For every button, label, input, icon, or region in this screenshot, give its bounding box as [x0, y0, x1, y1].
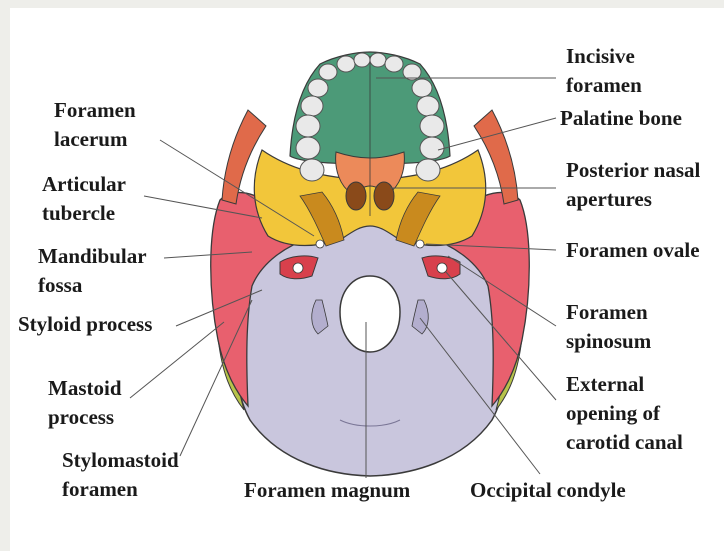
label-mastoid-process: Mastoid process	[48, 374, 122, 432]
nasal-aperture-left	[346, 182, 366, 210]
nasal-aperture-right	[374, 182, 394, 210]
foramen-ovale-left	[316, 240, 324, 248]
label-styloid-process: Styloid process	[18, 310, 152, 339]
label-mandibular-fossa: Mandibular fossa	[38, 242, 147, 300]
label-foramen-magnum: Foramen magnum	[244, 476, 410, 505]
label-posterior-nasal-apertures: Posterior nasal apertures	[566, 156, 700, 214]
label-foramen-spinosum: Foramen spinosum	[566, 298, 651, 356]
foramen-magnum	[340, 276, 400, 352]
label-carotid-canal: External opening of carotid canal	[566, 370, 683, 457]
carotid-opening-right	[437, 263, 447, 273]
label-occipital-condyle: Occipital condyle	[470, 476, 626, 505]
label-foramen-lacerum: Foramen lacerum	[54, 96, 136, 154]
label-foramen-ovale: Foramen ovale	[566, 236, 700, 265]
label-articular-tubercle: Articular tubercle	[42, 170, 126, 228]
foramen-ovale-right	[416, 240, 424, 248]
label-stylomastoid-foramen: Stylomastoid foramen	[62, 446, 179, 504]
label-incisive-foramen: Incisive foramen	[566, 42, 642, 100]
label-palatine-bone: Palatine bone	[560, 104, 682, 133]
carotid-opening-left	[293, 263, 303, 273]
